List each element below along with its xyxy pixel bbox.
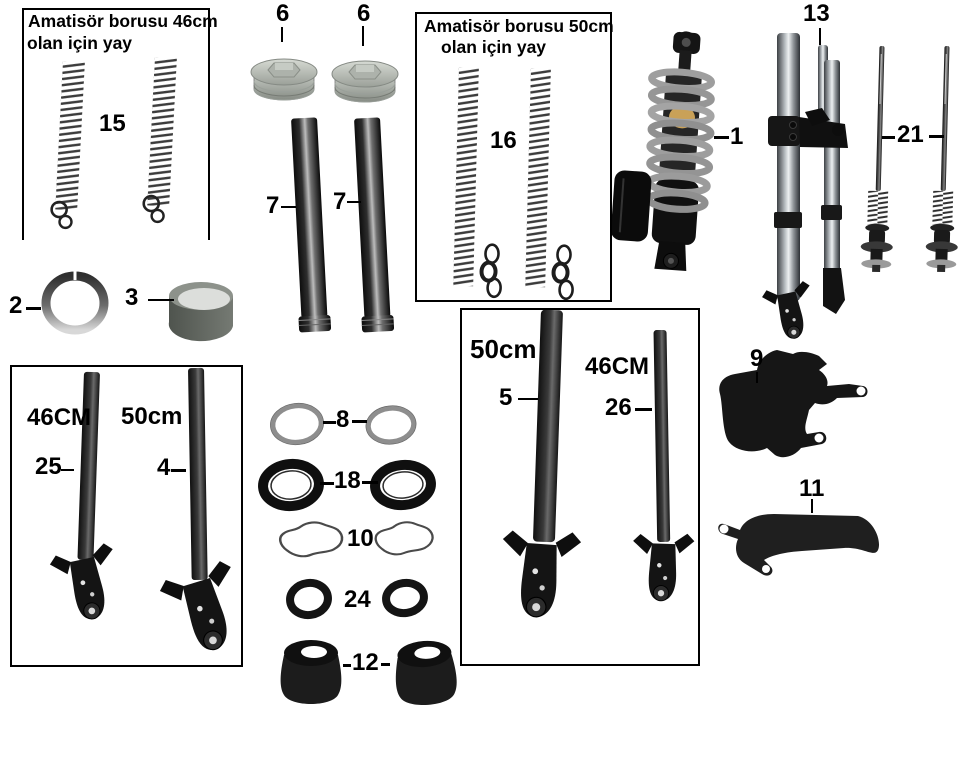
part-label-6-left: 6 xyxy=(276,0,290,27)
leader-6-left xyxy=(281,27,283,42)
fork-tube-chrome-left xyxy=(287,116,332,334)
damper-rod-left xyxy=(859,45,899,273)
part-label-10: 10 xyxy=(347,525,374,552)
caliper-guard-bracket xyxy=(719,350,868,458)
part-label-18: 18 xyxy=(334,467,361,494)
part-label-25: 25 xyxy=(35,453,62,480)
fork-cap-left xyxy=(250,58,318,101)
leader-13 xyxy=(819,28,821,45)
leader-7-left xyxy=(281,206,296,208)
size-annotation-tube5: 50cm xyxy=(470,334,537,364)
size-annotation-tube26: 46CM xyxy=(585,353,650,380)
leader-4 xyxy=(171,469,186,472)
spring-50cm-right xyxy=(525,68,574,301)
box-spring-50cm xyxy=(415,12,612,302)
part-label-13: 13 xyxy=(803,0,830,27)
dust-seal-left xyxy=(286,578,332,620)
leader-2 xyxy=(26,307,41,310)
part-label-7-right: 7 xyxy=(333,188,347,215)
leader-3 xyxy=(148,299,174,301)
leader-9 xyxy=(756,372,758,383)
part-label-8: 8 xyxy=(336,406,350,433)
part-label-2: 2 xyxy=(9,292,23,319)
size-annotation-tube25: 46CM xyxy=(27,404,92,431)
part-label-24: 24 xyxy=(344,586,371,613)
rear-shock-absorber xyxy=(610,31,716,271)
box-50-title-line1: Amatisör borusu 50cm xyxy=(424,16,614,36)
leader-5 xyxy=(518,398,538,400)
box-46-title-line1: Amatisör borusu 46cm xyxy=(28,11,218,31)
fork-tube-chrome-right xyxy=(350,116,395,334)
part-label-3: 3 xyxy=(125,284,139,311)
part-label-21: 21 xyxy=(897,121,924,148)
snap-ring-right xyxy=(374,521,434,556)
leader-21-right xyxy=(929,135,944,138)
spring-50cm-left xyxy=(453,67,502,299)
leader-11 xyxy=(811,499,813,513)
leader-12-left xyxy=(343,664,351,667)
part-label-9: 9 xyxy=(750,345,764,372)
box-fork-tubes-left xyxy=(10,365,243,667)
fork-tube-50cm-mid-box xyxy=(497,309,583,621)
part-label-5: 5 xyxy=(499,384,513,411)
part-label-1: 1 xyxy=(730,123,744,150)
box-fork-tubes-middle xyxy=(460,308,700,666)
fork-tube-46cm-mid-box xyxy=(630,329,696,603)
part-label-11: 11 xyxy=(799,475,825,502)
box-50-title-line2: olan için yay xyxy=(441,37,547,57)
box-spring-46cm xyxy=(22,8,210,240)
leader-18-left xyxy=(320,482,334,485)
leader-8-right xyxy=(352,420,367,423)
leader-26 xyxy=(635,408,652,411)
part-label-12: 12 xyxy=(352,649,379,676)
guard-cover xyxy=(718,514,880,576)
part-label-15: 15 xyxy=(99,110,126,137)
washer-ring-right xyxy=(365,405,417,445)
oil-seal-left xyxy=(258,458,324,512)
part-label-6-right: 6 xyxy=(357,0,371,27)
spring-46cm-left xyxy=(50,61,85,230)
washer-ring-left xyxy=(270,402,324,446)
leader-12-right xyxy=(381,663,390,666)
box-46-title-line2: olan için yay xyxy=(27,33,133,53)
fork-tube-50cm-left-box xyxy=(156,367,254,661)
split-guide-bushing xyxy=(41,270,109,335)
part-label-7-left: 7 xyxy=(266,192,280,219)
part-label-26: 26 xyxy=(605,394,632,421)
leader-7-right xyxy=(347,201,361,203)
front-fork-assembly xyxy=(760,33,848,344)
part-label-16: 16 xyxy=(490,127,517,154)
leader-21-left xyxy=(882,136,895,139)
leader-6-right xyxy=(362,26,364,46)
leader-1 xyxy=(714,136,729,139)
leader-18-right xyxy=(362,481,378,484)
dust-boot-left xyxy=(280,640,342,704)
dust-boot-right xyxy=(393,638,459,707)
dust-seal-right xyxy=(382,578,428,618)
spring-46cm-right xyxy=(142,57,177,224)
size-annotation-tube4: 50cm xyxy=(121,403,183,430)
leader-25 xyxy=(61,469,74,471)
snap-ring-left xyxy=(278,521,344,558)
guide-bushing xyxy=(168,282,233,342)
fork-cap-right xyxy=(331,60,399,103)
part-label-4: 4 xyxy=(157,454,171,481)
fork-tube-46cm-left-box xyxy=(47,371,127,626)
oil-seal-right xyxy=(370,459,436,511)
leader-8-left xyxy=(323,421,336,424)
damper-rod-right xyxy=(924,45,964,273)
